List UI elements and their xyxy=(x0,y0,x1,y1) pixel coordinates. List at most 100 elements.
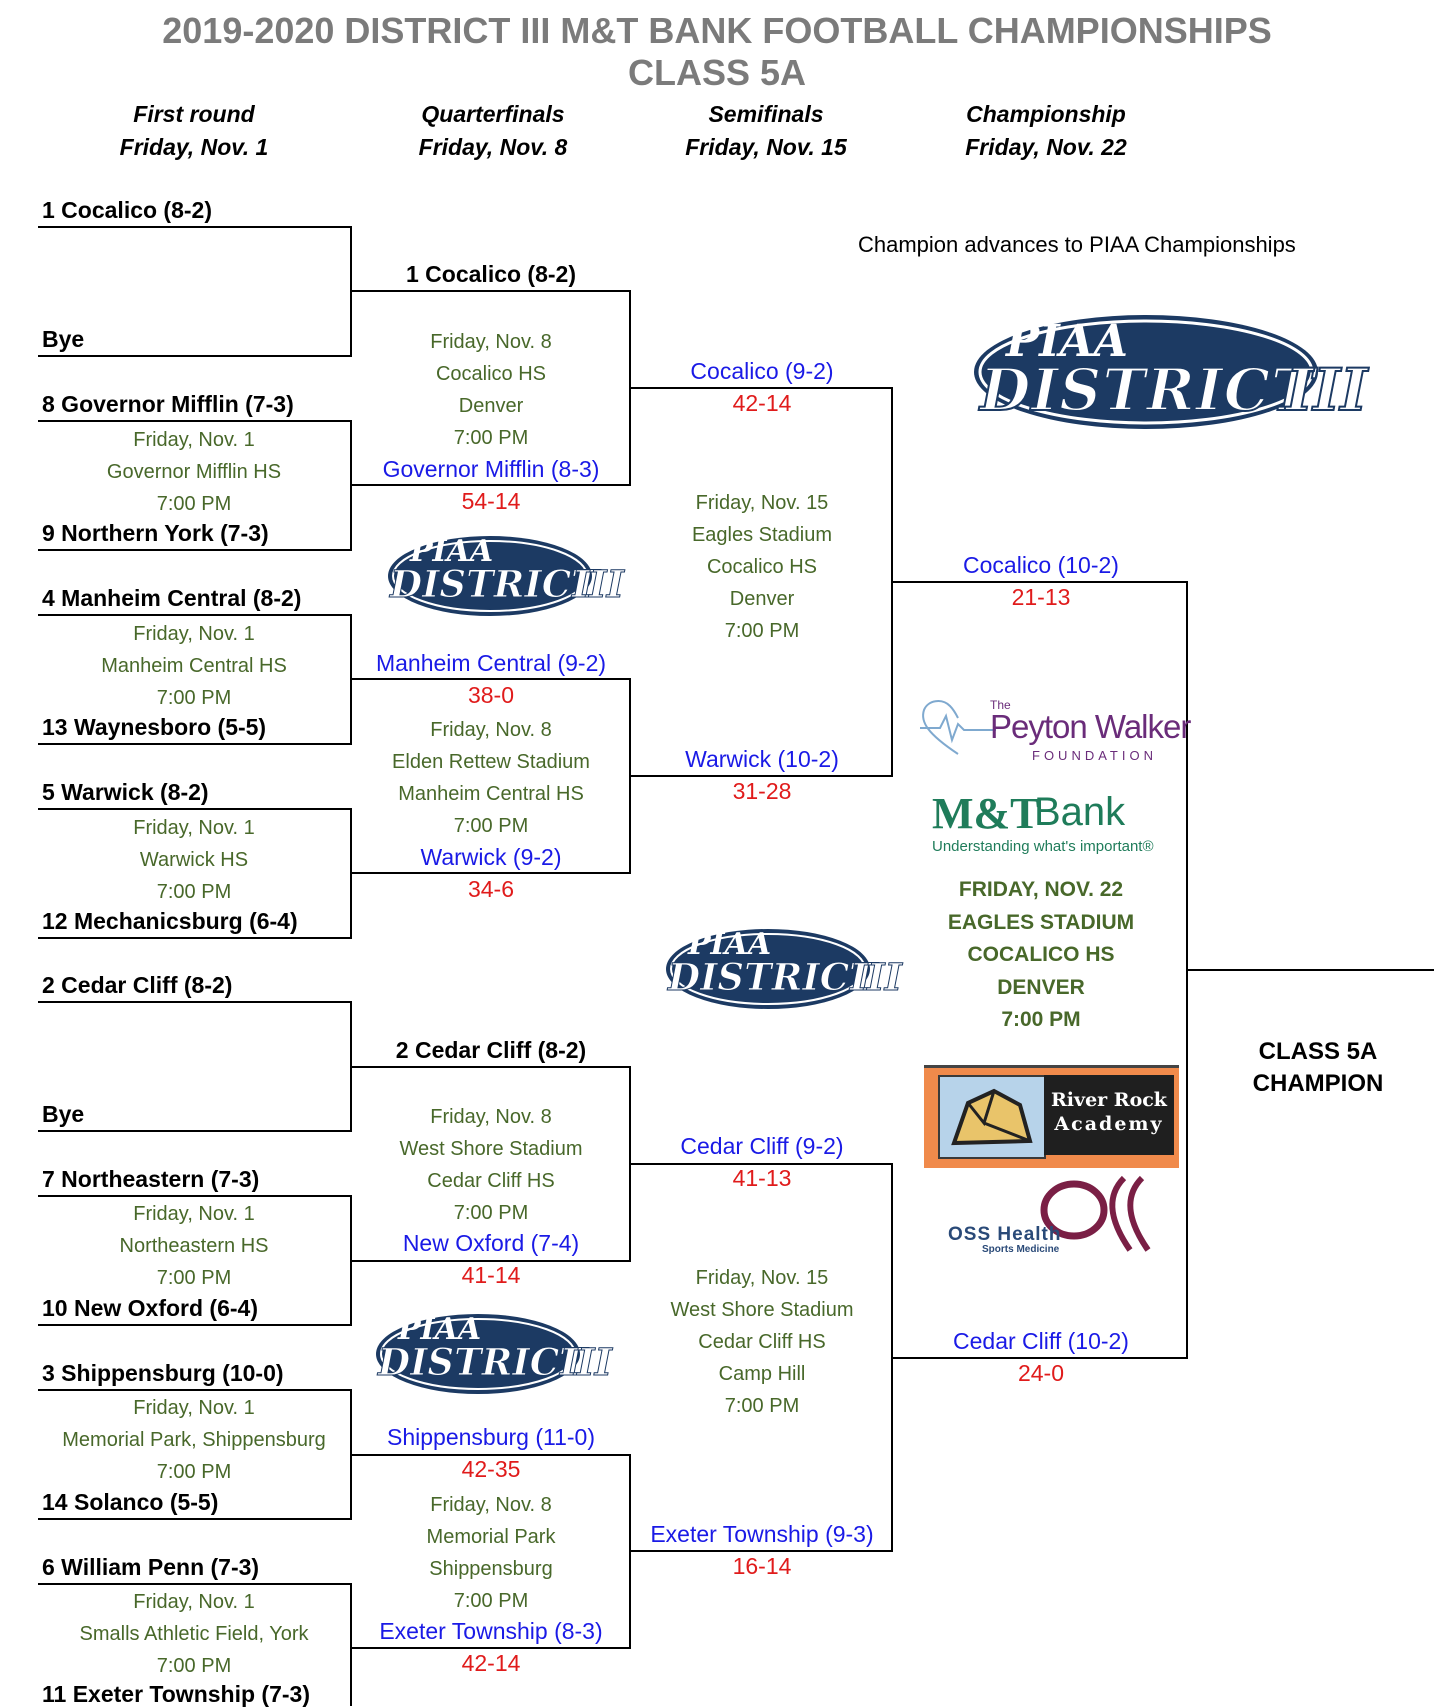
team-seed: 12 Mechanicsburg (6-4) xyxy=(42,908,298,934)
game-site: Smalls Athletic Field, York xyxy=(79,1623,309,1645)
game-time: 7:00 PM xyxy=(156,687,232,709)
game-site: Memorial Park xyxy=(426,1526,556,1548)
team-seed: Bye xyxy=(42,326,85,352)
team-seed: 2 Cedar Cliff (8-2) xyxy=(42,972,233,998)
piaa-district-logo-small: PIAA DISTRICT III xyxy=(384,534,624,618)
round-name: Semifinals xyxy=(708,101,824,127)
team-seed: 4 Manheim Central (8-2) xyxy=(42,585,302,611)
game-date: Friday, Nov. 8 xyxy=(430,331,552,353)
championship-time: 7:00 PM xyxy=(1001,1008,1081,1031)
bracket-line xyxy=(891,581,1188,583)
game-score: 21-13 xyxy=(1011,584,1071,610)
winner-team: Cocalico (9-2) xyxy=(690,358,834,384)
bracket-line xyxy=(629,775,893,777)
heart-icon xyxy=(920,700,996,755)
game-date: Friday, Nov. 8 xyxy=(430,1106,552,1128)
bracket-line xyxy=(38,549,352,551)
round-date: Friday, Nov. 15 xyxy=(685,134,847,160)
mt-logo-bank: Bank xyxy=(1034,790,1126,834)
oss-health-logo: OSS Health Sports Medicine xyxy=(944,1172,1174,1258)
bracket-line xyxy=(38,1518,352,1520)
game-site: Cedar Cliff HS xyxy=(698,1331,826,1353)
game-date: Friday, Nov. 1 xyxy=(133,1397,255,1419)
game-site: Warwick HS xyxy=(139,849,249,871)
bracket-line xyxy=(38,420,352,422)
bracket-line xyxy=(38,1583,352,1585)
bracket-line xyxy=(38,1195,352,1197)
bracket-line xyxy=(38,1389,352,1391)
bracket-line xyxy=(38,1324,352,1326)
rock-icon xyxy=(951,1088,1033,1146)
piaa-logo-bottom: DISTRICT xyxy=(390,562,600,607)
team-seed: 14 Solanco (5-5) xyxy=(42,1489,219,1515)
game-site: Memorial Park, Shippensburg xyxy=(62,1429,326,1451)
bracket-line xyxy=(38,808,352,810)
championship-date: FRIDAY, NOV. 22 xyxy=(958,878,1124,901)
game-site: Shippensburg xyxy=(429,1558,553,1580)
team-seed: 6 William Penn (7-3) xyxy=(42,1554,260,1580)
champion-label-line1: CLASS 5A xyxy=(1258,1038,1378,1065)
game-site: Camp Hill xyxy=(718,1363,806,1385)
game-time: 7:00 PM xyxy=(453,815,529,837)
winner-team: New Oxford (7-4) xyxy=(402,1230,580,1256)
bracket-line xyxy=(629,1550,893,1552)
game-site: Cedar Cliff HS xyxy=(427,1170,555,1192)
mt-bank-logo: M&T Bank Understanding what's important® xyxy=(932,788,1182,860)
bracket-line xyxy=(350,290,631,292)
championship-info: FRIDAY, NOV. 22 EAGLES STADIUM COCALICO … xyxy=(891,874,1191,1037)
piaa-logo-graphic xyxy=(666,929,870,1009)
piaa-logo-numeral: III xyxy=(850,955,903,1000)
bracket-line xyxy=(350,484,631,486)
peyton-logo-name: Peyton Walker xyxy=(990,708,1191,745)
game-date: Friday, Nov. 15 xyxy=(695,1267,829,1289)
bracket-line xyxy=(350,1066,631,1068)
piaa-district-logo-small: PIAA DISTRICT III xyxy=(662,927,902,1011)
winner-team: Exeter Township (9-3) xyxy=(650,1521,874,1547)
winner-team: Manheim Central (9-2) xyxy=(375,650,607,676)
game-score: 54-14 xyxy=(461,488,521,514)
team-seed: 13 Waynesboro (5-5) xyxy=(42,714,267,740)
team-seed: 3 Shippensburg (10-0) xyxy=(42,1360,284,1386)
bye-advance-team: 1 Cocalico (8-2) xyxy=(406,261,576,287)
game-time: 7:00 PM xyxy=(724,1395,800,1417)
peyton-walker-foundation-logo: The Peyton Walker FOUNDATION xyxy=(918,690,1191,770)
page-subtitle: CLASS 5A xyxy=(627,52,807,93)
game-date: Friday, Nov. 1 xyxy=(133,817,255,839)
bracket-line xyxy=(38,1130,352,1132)
game-score: 31-28 xyxy=(732,778,792,804)
game-score: 34-6 xyxy=(467,876,515,902)
game-time: 7:00 PM xyxy=(156,1461,232,1483)
game-site: West Shore Stadium xyxy=(670,1299,854,1321)
winner-team: Cedar Cliff (10-2) xyxy=(953,1328,1129,1354)
game-date: Friday, Nov. 1 xyxy=(133,429,255,451)
game-score: 38-0 xyxy=(467,682,515,708)
piaa-logo-numeral: III xyxy=(560,1340,613,1385)
bracket-line xyxy=(350,1647,631,1649)
champion-label: CLASS 5A CHAMPION xyxy=(1218,1036,1418,1100)
piaa-logo-numeral: III xyxy=(1285,355,1368,425)
team-seed: 11 Exeter Township (7-3) xyxy=(42,1681,310,1707)
game-time: 7:00 PM xyxy=(156,1267,232,1289)
bracket-line xyxy=(38,226,352,228)
game-date: Friday, Nov. 8 xyxy=(430,719,552,741)
river-rock-academy-logo: River Rock Academy xyxy=(924,1065,1179,1168)
game-score: 41-14 xyxy=(461,1262,521,1288)
game-time: 7:00 PM xyxy=(453,427,529,449)
piaa-logo-graphic xyxy=(974,315,1318,429)
bye-advance-team: 2 Cedar Cliff (8-2) xyxy=(395,1037,587,1063)
winner-team: Cocalico (10-2) xyxy=(963,552,1119,578)
bracket-line xyxy=(38,743,352,745)
piaa-logo-numeral: III xyxy=(572,562,625,607)
game-site: Northeastern HS xyxy=(119,1235,269,1257)
river-rock-text-panel xyxy=(1044,1075,1174,1155)
game-time: 7:00 PM xyxy=(156,1655,232,1677)
game-date: Friday, Nov. 15 xyxy=(695,492,829,514)
round-name: Quarterfinals xyxy=(421,101,565,127)
bracket-line xyxy=(38,614,352,616)
game-site: Governor Mifflin HS xyxy=(106,461,282,483)
champion-label-line2: CHAMPION xyxy=(1252,1070,1384,1097)
bracket-line xyxy=(350,872,631,874)
game-score: 42-14 xyxy=(732,390,792,416)
championship-site: EAGLES STADIUM xyxy=(947,910,1135,934)
